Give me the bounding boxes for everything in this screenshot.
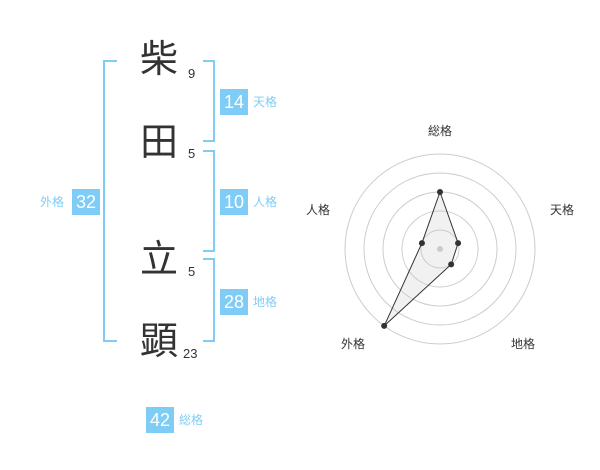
stroke-count-1: 9 [188,66,196,81]
kanji-3: 立 [140,237,179,281]
kanji-1: 柴 [140,37,179,81]
chikaku-bracket [203,258,215,342]
soukaku-value: 42 [146,407,174,433]
jinkaku-bracket [203,150,215,252]
radar-axis-label-4: 外格 [341,337,366,351]
stroke-count-4: 23 [183,346,198,361]
radar-axis-label-3: 地格 [511,337,536,351]
chikaku-value: 28 [220,289,248,315]
jinkaku-label: 人格 [253,195,278,209]
radar-point-1 [437,189,443,195]
tenkaku-value: 14 [220,89,248,115]
radar-point-4 [381,322,388,329]
radar-axis-label-2: 天格 [550,203,575,217]
radar-axis-label-5: 人格 [306,203,331,217]
radar-points [381,189,462,329]
tenkaku-label: 天格 [253,95,278,109]
radar-point-5 [418,240,425,247]
radar-ring-4 [363,172,517,326]
gaikaku-value: 32 [72,189,100,215]
radar-ring-2 [401,210,479,288]
radar-axis-label-1: 総格 [428,124,453,138]
stroke-count-3: 5 [188,264,196,279]
radar-point-3 [448,261,455,268]
radar-area [383,190,459,327]
radar-ring-1 [420,229,460,269]
radar-center [437,246,443,252]
gaikaku-label: 外格 [40,195,65,209]
chikaku-label: 地格 [253,295,278,309]
soukaku-label: 総格 [179,413,204,427]
jinkaku-value: 10 [220,189,248,215]
tenkaku-bracket [203,60,215,142]
radar-ring-5 [344,153,536,345]
gaikaku-bracket [103,60,117,342]
kanji-4: 顕 [140,319,179,363]
stroke-count-2: 5 [188,146,196,161]
radar-point-2 [455,240,462,247]
kanji-2: 田 [140,120,179,164]
